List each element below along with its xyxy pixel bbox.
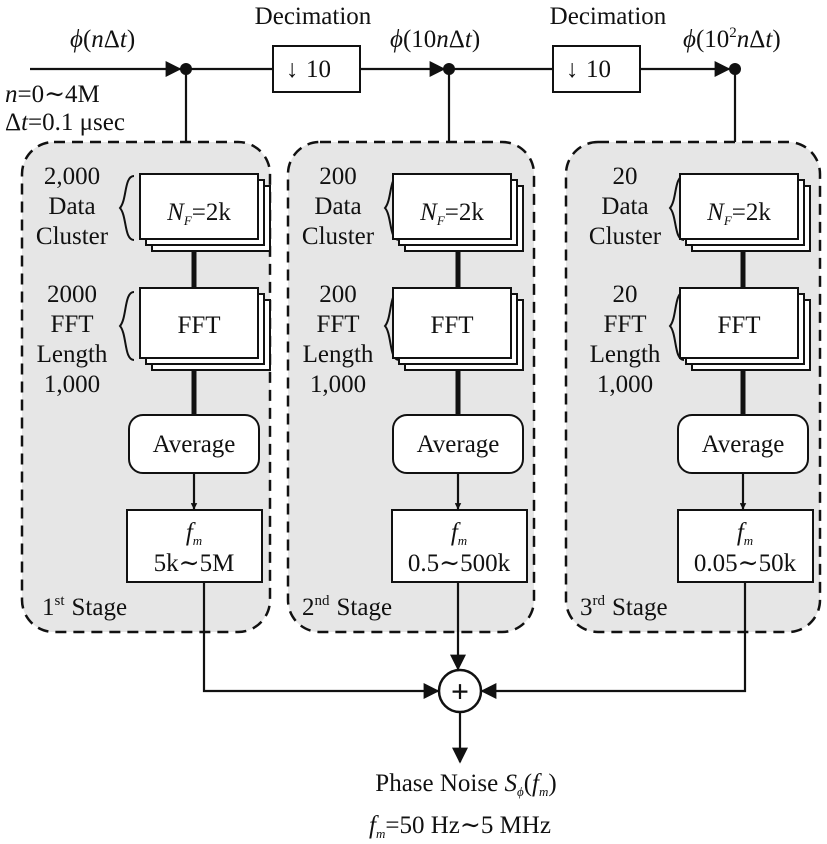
fft-count: 20 (613, 281, 638, 308)
fft-box-label: FFT (717, 312, 760, 339)
fft-count: 2000 (47, 281, 97, 308)
fft-count: 200 (319, 281, 357, 308)
fm-range: 0.5∼500k (408, 550, 511, 577)
average-label: Average (153, 431, 236, 458)
nf-block-stack (139, 173, 271, 252)
cluster-label-cluster: Cluster (36, 223, 109, 250)
fft-label-length: Length (37, 341, 108, 368)
input-signal-label: ϕ(nΔt) (70, 26, 135, 53)
nf-block-stack (679, 173, 811, 252)
decimation-title-2: Decimation (550, 3, 667, 30)
down-arrow-icon: ↓ (566, 56, 579, 83)
fft-label-fft: FFT (316, 311, 359, 338)
cluster-count: 200 (319, 163, 357, 190)
fm-box (677, 509, 814, 583)
decimation-block-1: Decimation ↓ 10 (255, 3, 372, 93)
nf-block-stack (392, 173, 524, 252)
cluster-label-data: Data (314, 193, 361, 220)
fft-box-label: FFT (177, 312, 220, 339)
decimation-factor-2: 10 (586, 56, 611, 83)
fft-label-fft: FFT (603, 311, 646, 338)
brace-icon (668, 175, 685, 241)
brace-icon (668, 291, 685, 361)
fft-label-fft: FFT (50, 311, 93, 338)
fm-range: 0.05∼50k (694, 550, 797, 577)
cluster-label-cluster: Cluster (302, 223, 375, 250)
fm-symbol: fm (186, 519, 202, 548)
fm-box (391, 509, 528, 583)
plus-icon: + (451, 673, 469, 709)
brace-icon (118, 291, 135, 361)
nf-label: NF=2k (419, 199, 484, 228)
cluster-count: 2,000 (44, 163, 100, 190)
fft-block-stack (679, 287, 811, 371)
n-range-label: n=0∼4M (5, 81, 100, 108)
fm-symbol: fm (451, 519, 467, 548)
cluster-label-data: Data (48, 193, 95, 220)
cluster-label-data: Data (601, 193, 648, 220)
cluster-label-cluster: Cluster (589, 223, 662, 250)
stage-1: 2,000 Data Cluster NF=2k 2000 FFT Length… (20, 140, 272, 634)
fft-label-size: 1,000 (44, 371, 100, 398)
brace-icon (118, 175, 135, 241)
nf-label: NF=2k (166, 199, 231, 228)
fm-box (126, 509, 263, 583)
decimation-title-1: Decimation (255, 3, 372, 30)
fft-label-length: Length (303, 341, 374, 368)
average-label: Average (702, 431, 785, 458)
dt-label: Δt=0.1 μsec (5, 109, 125, 136)
decimation-box-2 (552, 45, 641, 93)
output-range: fm=50 Hz∼5 MHz (369, 812, 551, 841)
nf-label: NF=2k (706, 199, 771, 228)
average-label: Average (417, 431, 500, 458)
stage-3: 20 Data Cluster NF=2k 20 FFT Length 1,00… (564, 140, 822, 634)
fft-label-size: 1,000 (310, 371, 366, 398)
fft-block-stack (139, 287, 271, 371)
decimation-block-2: Decimation ↓ 10 (550, 3, 667, 93)
stage-1-to-sum-arrow (202, 582, 440, 699)
fft-block-stack (392, 287, 524, 371)
stage-2: 200 Data Cluster NF=2k 200 FFT Length 1,… (286, 140, 536, 634)
tap-label-100: ϕ(102nΔt) (683, 25, 781, 53)
fm-symbol: fm (737, 519, 753, 548)
down-arrow-icon: ↓ (286, 56, 299, 83)
fft-label-size: 1,000 (597, 371, 653, 398)
decimation-box-1 (272, 45, 361, 93)
fft-box-label: FFT (430, 312, 473, 339)
decimation-factor-1: 10 (306, 56, 331, 83)
stage-3-to-sum-arrow (480, 582, 747, 699)
fm-range: 5k∼5M (154, 550, 235, 577)
fft-label-length: Length (590, 341, 661, 368)
summing-section: + (202, 582, 747, 764)
cluster-count: 20 (613, 163, 638, 190)
output-title: Phase Noise Sϕ(fm) (375, 770, 556, 799)
tap-label-10: ϕ(10nΔt) (390, 26, 480, 53)
